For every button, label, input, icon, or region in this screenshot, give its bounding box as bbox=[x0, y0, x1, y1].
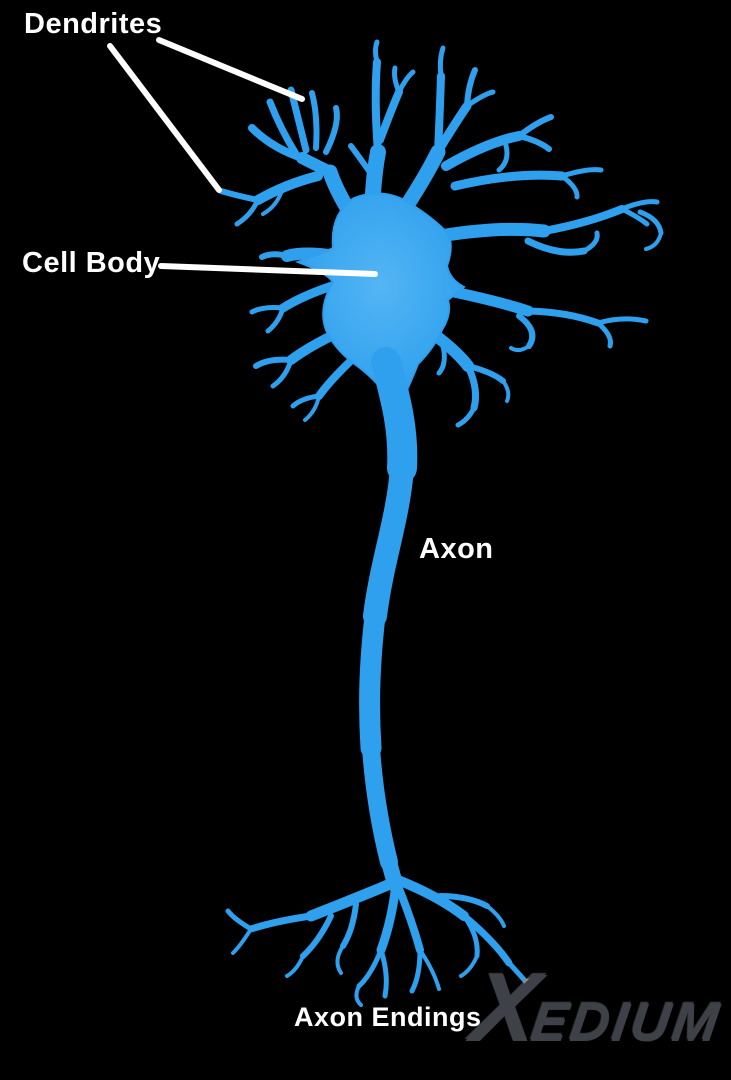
label-cell-body: Cell Body bbox=[22, 247, 161, 279]
dendrites-pointer-line-right bbox=[156, 37, 305, 102]
watermark-rest: edium bbox=[527, 993, 726, 1053]
axon-tip-dot bbox=[524, 978, 532, 986]
axon-endings-branches bbox=[225, 875, 532, 1007]
dendrites-pointer-line-left bbox=[107, 43, 222, 193]
cell-body-pointer-line bbox=[158, 263, 378, 277]
label-dendrites: Dendrites bbox=[24, 8, 163, 40]
pointer-lines bbox=[107, 37, 378, 277]
axon-shaft bbox=[359, 347, 418, 892]
label-axon-endings: Axon Endings bbox=[294, 1002, 482, 1032]
watermark-logo: X edium bbox=[467, 955, 728, 1062]
label-axon: Axon bbox=[419, 533, 494, 565]
